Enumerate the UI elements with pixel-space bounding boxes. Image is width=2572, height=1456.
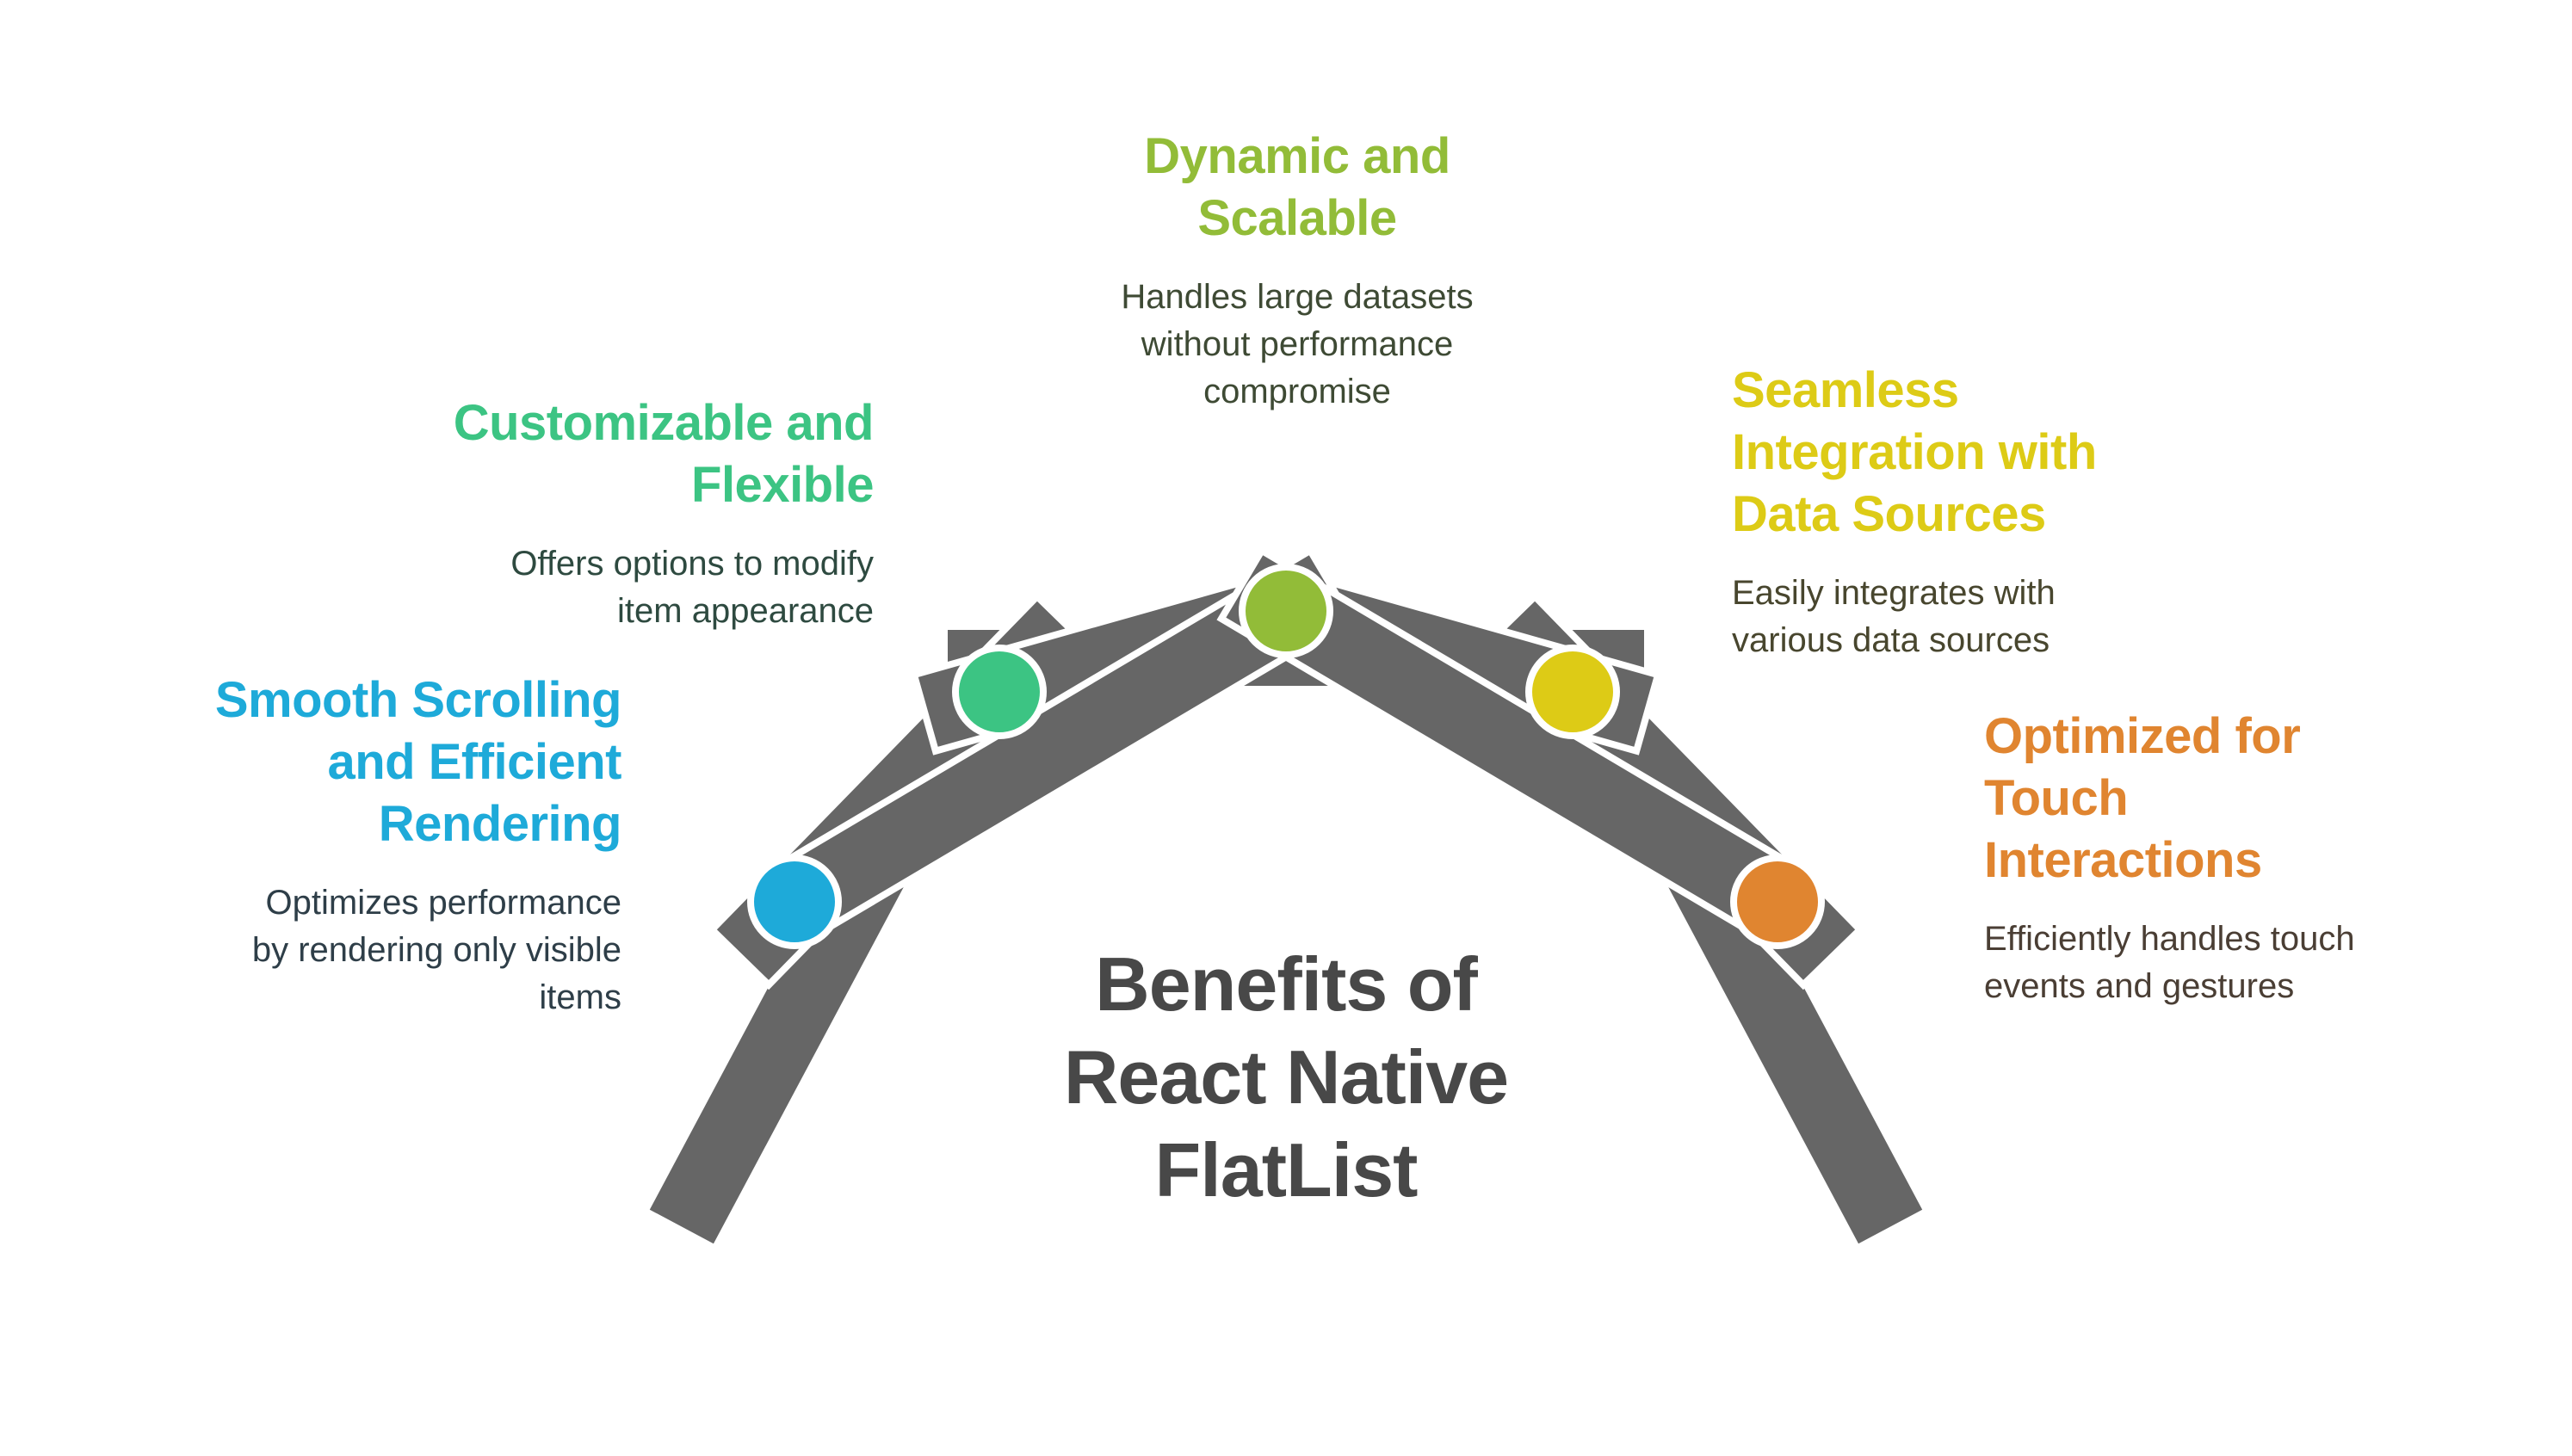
benefit-touch-interactions: Optimized for Touch Interactions Efficie… bbox=[1984, 706, 2449, 1010]
benefit-heading: Dynamic and Scalable bbox=[1028, 126, 1567, 250]
description-line: Efficiently handles touch bbox=[1984, 920, 2355, 958]
benefit-description: Easily integrates with various data sour… bbox=[1732, 570, 2179, 664]
description-line: Easily integrates with bbox=[1732, 574, 2056, 612]
node-touch-interactions bbox=[1730, 854, 1825, 949]
node-smooth-scrolling bbox=[747, 854, 842, 949]
benefit-dynamic-scalable: Dynamic and Scalable Handles large datas… bbox=[1028, 126, 1567, 416]
benefit-description: Handles large datasets without performan… bbox=[1028, 274, 1567, 416]
description-line: events and gestures bbox=[1984, 967, 2295, 1005]
heading-line: Optimized for bbox=[1984, 708, 2301, 764]
description-line: items bbox=[539, 978, 621, 1016]
title-line: React Native bbox=[1063, 1034, 1509, 1120]
heading-line: Data Sources bbox=[1732, 486, 2046, 542]
heading-line: Smooth Scrolling bbox=[214, 672, 622, 728]
title-line: FlatList bbox=[1154, 1127, 1419, 1212]
benefit-customizable: Customizable and Flexible Offers options… bbox=[443, 392, 875, 635]
heading-line: Scalable bbox=[1197, 190, 1397, 246]
heading-line: and Efficient bbox=[327, 734, 621, 790]
heading-line: Dynamic and bbox=[1144, 128, 1450, 184]
heading-line: Seamless bbox=[1732, 362, 1959, 418]
node-seamless-integration bbox=[1525, 645, 1620, 739]
node-dynamic-scalable bbox=[1239, 564, 1333, 658]
benefit-smooth-scrolling: Smooth Scrolling and Efficient Rendering… bbox=[191, 669, 622, 1021]
benefit-heading: Optimized for Touch Interactions bbox=[1984, 706, 2449, 891]
benefit-seamless-integration: Seamless Integration with Data Sources E… bbox=[1732, 360, 2179, 664]
description-line: Handles large datasets bbox=[1121, 278, 1474, 316]
benefit-nodes bbox=[747, 564, 1825, 949]
heading-line: Interactions bbox=[1984, 832, 2262, 888]
benefit-description: Efficiently handles touch events and ges… bbox=[1984, 916, 2449, 1010]
heading-line: Customizable and bbox=[453, 395, 875, 451]
description-line: without performance bbox=[1141, 325, 1454, 363]
benefit-description: Offers options to modify item appearance bbox=[443, 540, 874, 635]
benefit-heading: Seamless Integration with Data Sources bbox=[1732, 360, 2179, 546]
description-line: various data sources bbox=[1732, 621, 2050, 659]
heading-line: Rendering bbox=[378, 796, 622, 852]
description-line: by rendering only visible bbox=[251, 931, 621, 969]
heading-line: Integration with bbox=[1732, 424, 2097, 480]
description-line: Offers options to modify bbox=[510, 545, 874, 583]
description-line: compromise bbox=[1203, 373, 1391, 410]
title-line: Benefits of bbox=[1095, 941, 1478, 1027]
benefit-heading: Customizable and Flexible bbox=[443, 392, 875, 516]
description-line: item appearance bbox=[617, 592, 874, 630]
description-line: Optimizes performance bbox=[265, 884, 621, 922]
benefit-description: Optimizes performance by rendering only … bbox=[191, 879, 621, 1021]
diagram-title: Benefits of React Native FlatList bbox=[985, 938, 1587, 1217]
benefit-heading: Smooth Scrolling and Efficient Rendering bbox=[191, 669, 622, 855]
heading-line: Touch bbox=[1984, 770, 2129, 826]
node-customizable bbox=[952, 645, 1047, 739]
heading-line: Flexible bbox=[691, 457, 874, 513]
